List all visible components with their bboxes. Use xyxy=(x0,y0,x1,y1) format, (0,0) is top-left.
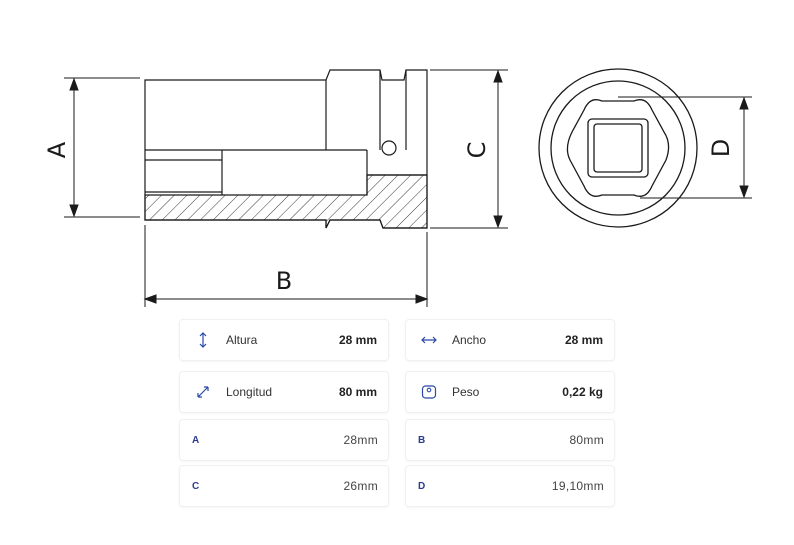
dimension-key: C xyxy=(192,480,200,492)
dimension-row-a: A 28mm xyxy=(180,420,388,460)
spec-table: Altura 28 mm Ancho 28 mm Longitud 80 mm … xyxy=(180,316,614,512)
dimension-row-d: D 19,10mm xyxy=(406,466,614,506)
length-arrow-icon xyxy=(193,382,213,402)
hatched-section xyxy=(144,174,428,229)
spec-value: 80 mm xyxy=(338,385,377,399)
technical-drawing: A B C D xyxy=(43,68,752,307)
spec-altura: Altura 28 mm xyxy=(180,320,388,360)
spec-peso: Peso 0,22 kg xyxy=(406,372,614,412)
spec-value: 0,22 kg xyxy=(562,385,603,399)
dimension-d xyxy=(618,96,752,199)
dimension-row-c: C 26mm xyxy=(180,466,388,506)
spec-value: 28 mm xyxy=(564,333,603,347)
label-c: C xyxy=(463,142,491,159)
dimension-a xyxy=(64,77,140,218)
dimension-value: 26mm xyxy=(343,479,378,493)
spec-longitud: Longitud 80 mm xyxy=(180,372,388,412)
spec-label: Longitud xyxy=(226,385,273,399)
dimension-key: D xyxy=(418,480,426,492)
dimension-value: 28mm xyxy=(343,433,378,447)
weight-icon xyxy=(419,382,439,402)
dimension-c xyxy=(430,69,508,229)
spec-label: Altura xyxy=(226,333,258,347)
spec-label: Peso xyxy=(452,385,480,399)
dimension-value: 80mm xyxy=(569,433,604,447)
label-b: B xyxy=(276,267,292,295)
spec-value: 28 mm xyxy=(338,333,377,347)
side-view xyxy=(144,69,428,229)
spec-label: Ancho xyxy=(452,333,487,347)
dimension-row-b: B 80mm xyxy=(406,420,614,460)
spec-ancho: Ancho 28 mm xyxy=(406,320,614,360)
label-a: A xyxy=(43,141,71,158)
dimension-b xyxy=(143,225,429,307)
width-arrow-icon xyxy=(419,330,439,350)
dimension-key: B xyxy=(418,434,426,446)
end-view xyxy=(538,68,698,228)
dimension-value: 19,10mm xyxy=(551,479,604,493)
dimension-key: A xyxy=(192,434,200,446)
height-arrow-icon xyxy=(193,330,213,350)
label-d: D xyxy=(707,139,735,157)
